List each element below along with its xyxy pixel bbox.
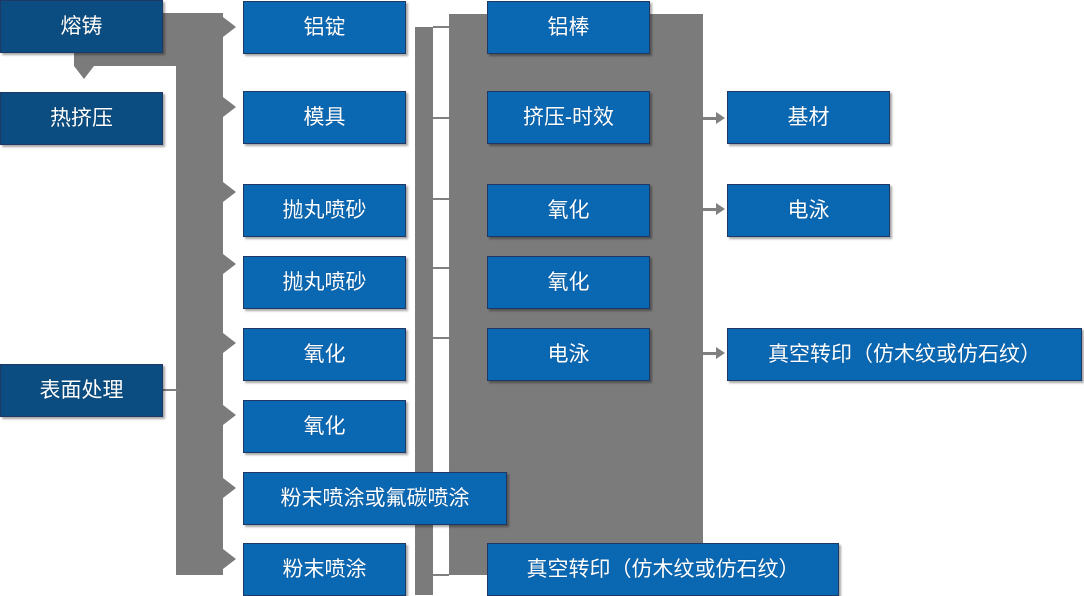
stage-box-surface-treatment[interactable]: 表面处理 — [0, 364, 163, 417]
process-box-extrude-age[interactable]: 挤压-时效 — [487, 91, 650, 144]
process-box-electrophoresis-2[interactable]: 电泳 — [727, 184, 890, 237]
process-label-oxidation-2: 氧化 — [303, 414, 346, 438]
process-box-vacuum-transfer-bottom[interactable]: 真空转印（仿木纹或仿石纹） — [487, 543, 839, 596]
process-box-shotblast-2[interactable]: 抛丸喷砂 — [243, 256, 406, 309]
process-box-oxidation-3[interactable]: 氧化 — [487, 184, 650, 237]
process-label-die: 模具 — [303, 105, 346, 129]
stage-box-melting[interactable]: 熔铸 — [0, 0, 163, 53]
process-label-shotblast-1: 抛丸喷砂 — [282, 198, 367, 222]
process-label-electrophoresis-2: 电泳 — [787, 198, 830, 222]
rung-to-extrude-age — [433, 117, 449, 119]
process-box-ingot[interactable]: 铝锭 — [243, 1, 406, 54]
middle-narrow-bar-gap-fill — [415, 304, 433, 314]
process-label-powder: 粉末喷涂 — [282, 557, 367, 581]
left-arrow-to-ingot — [223, 17, 236, 37]
arrow-head-to-electrophoresis-2 — [716, 203, 725, 215]
left-arrow-to-shotblast-2 — [223, 254, 236, 274]
left-arrow-to-shotblast-1 — [223, 182, 236, 202]
arrow-line-to-substrate — [703, 117, 719, 120]
left-trunk-connector — [176, 13, 223, 575]
process-label-vacuum-transfer-bottom: 真空转印（仿木纹或仿石纹） — [526, 557, 800, 581]
arrow-head-to-substrate — [716, 112, 725, 124]
process-label-bar: 铝棒 — [547, 15, 590, 39]
process-label-oxidation-4: 氧化 — [547, 270, 590, 294]
left-arrow-to-die — [223, 97, 236, 117]
arrow-head-to-vacuum-transfer — [716, 347, 725, 359]
process-box-vacuum-transfer[interactable]: 真空转印（仿木纹或仿石纹） — [727, 328, 1082, 381]
process-box-powder[interactable]: 粉末喷涂 — [243, 543, 406, 596]
process-label-powder-fluorocarbon: 粉末喷涂或氟碳喷涂 — [280, 486, 470, 510]
process-box-oxidation-4[interactable]: 氧化 — [487, 256, 650, 309]
process-label-oxidation-3: 氧化 — [547, 198, 590, 222]
left-arrow-to-powder-fluorocarbon — [223, 478, 236, 498]
left-arrow-to-powder — [223, 549, 236, 569]
rung-to-oxidation-4 — [433, 267, 449, 269]
stage-box-extrusion[interactable]: 热挤压 — [0, 92, 163, 145]
process-label-oxidation-1: 氧化 — [303, 342, 346, 366]
process-label-substrate: 基材 — [787, 105, 830, 129]
surface-stage-connector — [163, 389, 179, 391]
left-arrow-to-oxidation-2 — [223, 405, 236, 425]
stage-label-melting: 熔铸 — [60, 14, 103, 38]
left-trunk-down-arrow — [74, 66, 94, 79]
rung-to-bar — [433, 26, 449, 28]
process-label-electrophoresis-1: 电泳 — [547, 342, 590, 366]
process-box-die[interactable]: 模具 — [243, 91, 406, 144]
process-box-substrate[interactable]: 基材 — [727, 91, 890, 144]
process-box-shotblast-1[interactable]: 抛丸喷砂 — [243, 184, 406, 237]
process-label-vacuum-transfer: 真空转印（仿木纹或仿石纹） — [768, 342, 1041, 366]
process-box-oxidation-2[interactable]: 氧化 — [243, 400, 406, 453]
left-arrow-to-oxidation-1 — [223, 333, 236, 353]
stage-label-extrusion: 热挤压 — [50, 106, 113, 130]
process-box-oxidation-1[interactable]: 氧化 — [243, 328, 406, 381]
process-label-shotblast-2: 抛丸喷砂 — [282, 270, 367, 294]
arrow-line-to-vacuum-transfer — [703, 352, 719, 355]
process-box-bar[interactable]: 铝棒 — [487, 1, 650, 54]
stage-label-surface-treatment: 表面处理 — [39, 378, 124, 402]
process-box-electrophoresis-1[interactable]: 电泳 — [487, 328, 650, 381]
rung-to-electrophoresis-1 — [433, 337, 449, 339]
rung-to-oxidation-3 — [433, 198, 449, 200]
rung-to-vacuum-bottom — [433, 574, 449, 576]
process-box-powder-fluorocarbon[interactable]: 粉末喷涂或氟碳喷涂 — [243, 472, 507, 525]
arrow-line-to-electrophoresis-2 — [703, 208, 719, 211]
process-label-ingot: 铝锭 — [303, 15, 346, 39]
process-label-extrude-age: 挤压-时效 — [523, 105, 614, 129]
